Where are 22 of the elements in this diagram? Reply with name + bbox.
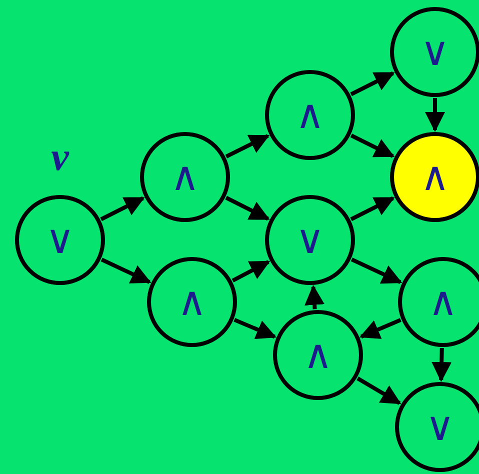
arrow <box>425 98 445 132</box>
operator-symbol: ∧ <box>303 335 333 375</box>
arrow <box>100 196 145 222</box>
operator-symbol: ∧ <box>295 95 325 135</box>
variable-label: v <box>51 137 69 177</box>
arrow <box>304 284 324 310</box>
operator-symbol: ∧ <box>170 157 200 197</box>
operator-symbol: ∧ <box>420 157 450 197</box>
operator-symbol: ∨ <box>45 220 75 260</box>
arrow <box>350 196 395 222</box>
arrow <box>432 348 452 382</box>
operator-symbol: ∨ <box>295 220 325 260</box>
arrow <box>350 71 395 96</box>
arrow <box>225 196 270 221</box>
arrow <box>225 134 270 158</box>
operator-symbol: ∧ <box>177 282 207 322</box>
arrow <box>350 134 395 158</box>
operator-symbol: ∨ <box>420 32 450 72</box>
arrow <box>356 376 402 405</box>
operator-symbol: ∨ <box>425 407 455 447</box>
operator-symbol: ∧ <box>428 282 458 322</box>
arrow <box>232 260 270 282</box>
